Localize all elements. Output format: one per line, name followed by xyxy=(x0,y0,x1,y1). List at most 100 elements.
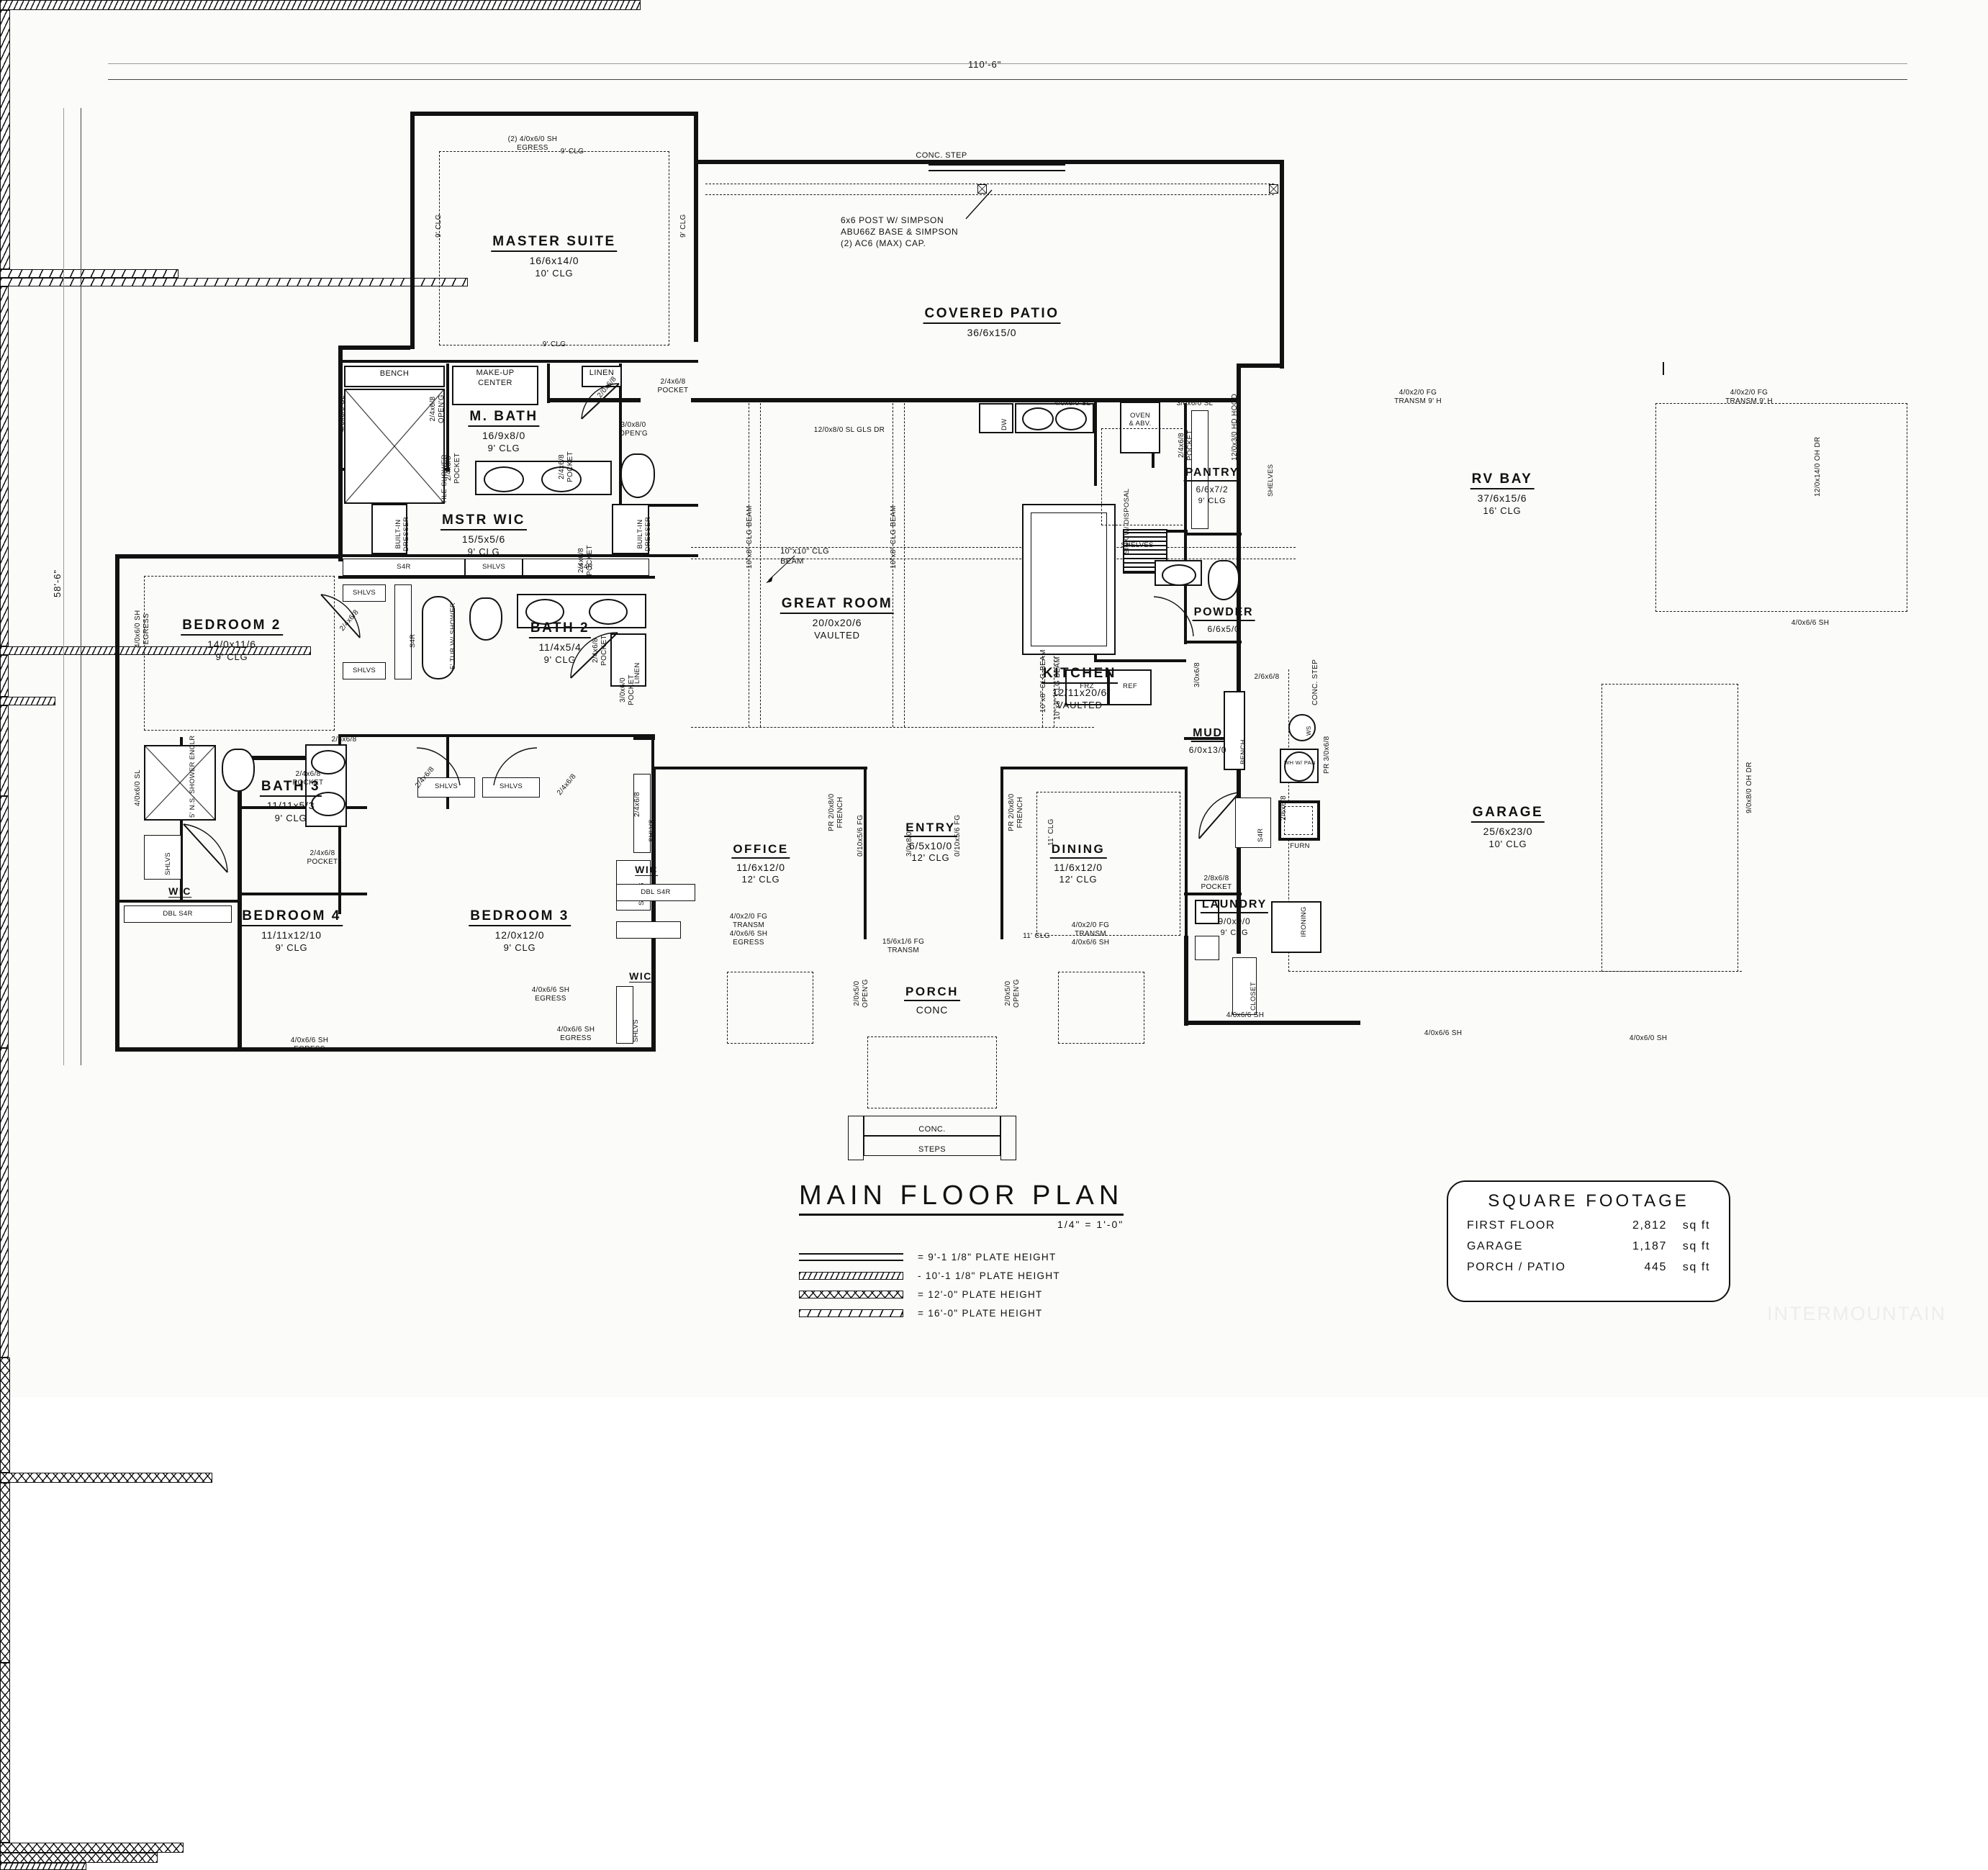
exterior-wall xyxy=(694,112,698,342)
mud-bench xyxy=(1224,691,1245,770)
window-door-tag: PR 3/0x6/8 xyxy=(1323,736,1331,774)
s4r-rod xyxy=(394,584,412,679)
room-bedroom-3: BEDROOM 3 12/0x12/0 9' CLG xyxy=(469,908,571,954)
interior-wall xyxy=(619,504,698,507)
interior-wall xyxy=(633,737,655,740)
interior-wall xyxy=(1184,533,1187,644)
window-door-tag: 4/0x6/0 SH EGRESS xyxy=(134,610,150,648)
sqft-unit: sq ft xyxy=(1682,1219,1710,1232)
room-name: PANTRY xyxy=(1183,466,1241,482)
dbl-s4r-shelf xyxy=(616,884,695,901)
shlvs-label: SHLVS xyxy=(435,782,458,790)
window-door-tag: 2/4x6/8 POCKET xyxy=(292,770,324,787)
wh-label: WH W/ PAN xyxy=(1284,759,1316,766)
entry-wall xyxy=(1000,767,1003,939)
step-cheek-left xyxy=(848,1116,864,1160)
legend: = 9'-1 1/8" PLATE HEIGHT - 10'-1 1/8" PL… xyxy=(799,1247,1124,1322)
interior-wall xyxy=(446,737,449,809)
bench-label: BENCH xyxy=(1239,739,1247,764)
sqft-unit: sq ft xyxy=(1682,1261,1710,1273)
window-door-tag: 9' CLG xyxy=(679,214,687,238)
rv-bay-left-wall xyxy=(0,796,9,1048)
beam-label-left: 10"x8" CLG BEAM xyxy=(746,505,754,569)
exterior-wall xyxy=(238,756,242,1051)
window-door-tag: 2/4x6/8 POCKET xyxy=(577,545,594,576)
beam-label-kitchen: 10"x8" CLG BEAM xyxy=(1039,649,1047,713)
porch-right-wall xyxy=(0,1663,10,1843)
window-door-tag: 4/0x6/6 SH xyxy=(1791,619,1830,627)
conc-landing xyxy=(864,1116,1000,1136)
room-dim: 11/11x5/3 xyxy=(266,799,315,811)
room-clg: VAULTED xyxy=(814,629,860,641)
window-door-tag: 2/6x6/8 xyxy=(331,736,357,744)
shlvs-shelf xyxy=(482,777,540,798)
door-swing-icon xyxy=(1153,596,1194,637)
s4r-rod xyxy=(616,986,633,1044)
rv-bay-front-wall xyxy=(0,269,179,278)
door-swing-icon xyxy=(570,632,618,679)
garage-right-wall xyxy=(0,286,9,646)
room-dim: 11/11x12/10 xyxy=(261,929,322,941)
rv-bay-rear-wall xyxy=(0,0,641,10)
window-door-tag: 4/0x6/0 SL xyxy=(338,395,346,432)
dishwasher xyxy=(979,403,1013,433)
room-clg: 9' CLG xyxy=(1198,496,1226,505)
page-title: MAIN FLOOR PLAN xyxy=(799,1180,1124,1216)
window-door-tag: 2/4x6/8 POCKET xyxy=(558,451,574,482)
shlvs-label: SHLVS xyxy=(500,782,523,790)
room-mstr-wic: MSTR WIC 15/5x5/6 9' CLG xyxy=(440,512,528,559)
rv-bay-right-wall xyxy=(0,10,10,269)
rv-bay-ceiling-outline xyxy=(1655,403,1907,612)
porch-front-wall xyxy=(0,1853,158,1863)
furnace-inner xyxy=(1284,806,1313,835)
sqft-unit: sq ft xyxy=(1682,1240,1710,1252)
water-heater-icon xyxy=(1284,751,1314,782)
office-front-wall xyxy=(0,1473,212,1483)
bench-counter xyxy=(344,366,445,387)
s4r-label: S4R xyxy=(409,633,417,648)
laundry-appliance xyxy=(1271,901,1321,953)
ceiling-beam-line xyxy=(904,403,905,727)
window-door-tag: 3/0x6/0 SL xyxy=(1176,399,1214,407)
room-dim: 6/0x13/0 xyxy=(1188,745,1227,756)
window-door-tag: 2/4x6/8 POCKET xyxy=(657,378,689,394)
interior-wall xyxy=(446,363,449,471)
room-dim: 16/6x14/0 xyxy=(529,254,579,266)
title-block: MAIN FLOOR PLAN 1/4" = 1'-0" = 9'-1 1/8"… xyxy=(799,1180,1124,1322)
sqft-name: PORCH / PATIO xyxy=(1467,1261,1566,1273)
interior-wall xyxy=(338,734,655,737)
room-dim: 12/11x20/6 xyxy=(1052,686,1108,698)
window-door-tag: 3/0x8/0 xyxy=(905,831,913,857)
room-name: BATH 2 xyxy=(528,620,592,638)
ironing-label: IRONING xyxy=(1300,906,1308,937)
builtin-dresser xyxy=(612,504,649,554)
s4r-shelf xyxy=(523,559,649,576)
room-master-suite: MASTER SUITE 16/6x14/0 10' CLG xyxy=(491,234,618,280)
interior-wall xyxy=(1184,893,1242,895)
room-clg: 9' CLG xyxy=(215,651,248,662)
interior-wall xyxy=(115,900,241,903)
overall-width-dim: 110'-6" xyxy=(968,59,1002,70)
furnace-box xyxy=(1278,800,1320,841)
sink-icon xyxy=(589,599,628,625)
kitchen-wall xyxy=(1094,399,1097,486)
window-door-tag: 4/0x2/0 FG TRANSM 4/0x6/6 SH EGRESS xyxy=(729,913,768,947)
garage-rear-wall xyxy=(0,278,468,286)
ceiling-beam-line xyxy=(760,403,761,727)
toilet-icon xyxy=(620,453,655,498)
room-dim: CONC xyxy=(916,1003,949,1016)
conc-step-note: CONC. STEP xyxy=(916,151,967,160)
interior-wall xyxy=(338,576,655,579)
sqft-value: 2,812 xyxy=(1632,1219,1667,1232)
legend-swatch-plain xyxy=(799,1252,903,1261)
window-door-tag: 15/6x1/6 FG TRANSM xyxy=(882,938,925,954)
interior-wall xyxy=(1184,533,1242,536)
door-swing-icon xyxy=(416,747,461,786)
office-front-wall-v xyxy=(0,1358,10,1473)
shlvs-shelf xyxy=(144,835,181,880)
builtin-dresser xyxy=(371,504,407,554)
dim-extension-top xyxy=(108,63,1907,64)
post-symbol xyxy=(1269,184,1278,194)
window-door-tag: 2/4x6/8 POCKET xyxy=(445,453,461,484)
sqft-name: FIRST FLOOR xyxy=(1467,1219,1556,1232)
